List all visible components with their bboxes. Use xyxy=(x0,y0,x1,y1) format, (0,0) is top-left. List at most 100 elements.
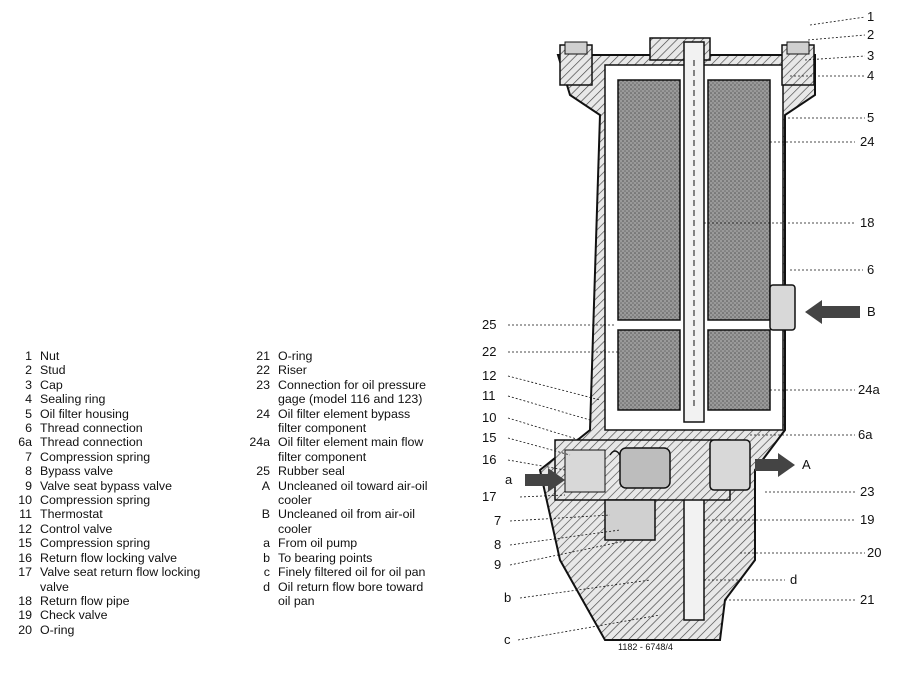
legend-item-number: 23 xyxy=(256,377,270,392)
legend-item-text: Connection for oil pressure gage (model … xyxy=(278,377,427,407)
legend-item: 9 Valve seat bypass valve xyxy=(0,479,228,493)
legend-item-number: 11 xyxy=(19,507,32,522)
legend-item-text: Finely filtered oil for oil pan xyxy=(278,565,426,580)
legend-item-text: Thread connection xyxy=(40,421,143,436)
arrow-a-head-icon xyxy=(548,468,565,492)
filter-element-main xyxy=(617,329,771,411)
legend-item: 23 Connection for oil pressure gage (mode… xyxy=(232,378,437,407)
legend-item-number: A xyxy=(261,478,270,493)
legend-item-number: 22 xyxy=(256,363,270,378)
figure-reference: 1182 - 6748/4 xyxy=(618,642,673,652)
legend-item-number: 1 xyxy=(25,349,32,363)
callout-c: c xyxy=(504,632,511,647)
callout-B: B xyxy=(867,304,876,319)
legend-item-number: B xyxy=(261,507,270,522)
legend-item-number: 10 xyxy=(18,493,32,508)
legend-item-number: 8 xyxy=(25,464,32,479)
legend-item: 6 Thread connection xyxy=(0,421,228,435)
legend-item-text: Oil filter housing xyxy=(40,406,129,421)
return-flow-pipe xyxy=(683,41,705,621)
legend-item-text: Bypass valve xyxy=(40,464,114,479)
leader-lines xyxy=(507,16,866,641)
legend-item-text: Check valve xyxy=(40,608,108,623)
legend-item-text: Return flow locking valve xyxy=(40,550,178,565)
callout-8: 8 xyxy=(494,537,501,552)
legend-item-text: Oil filter element main flow filter comp… xyxy=(278,435,424,464)
callout-18: 18 xyxy=(860,215,874,230)
legend-item-number: 20 xyxy=(18,622,32,637)
legend-item-text: Nut xyxy=(40,349,60,363)
legend-item-text: Oil filter element bypass filter compone… xyxy=(278,406,411,436)
legend-item-text: Riser xyxy=(278,363,307,378)
arrow-B-head-icon xyxy=(805,300,822,324)
arrow-A-head-icon xyxy=(778,453,795,477)
legend-item-text: Valve seat return flow locking valve xyxy=(40,565,201,594)
callout-12: 12 xyxy=(482,368,496,383)
legend-item-text: Thread connection xyxy=(40,435,143,450)
legend-item-number: 6 xyxy=(25,421,32,436)
legend-item: B Uncleaned oil from air-oil cooler xyxy=(232,507,437,536)
callout-2: 2 xyxy=(867,27,874,42)
callout-15: 15 xyxy=(482,430,496,445)
legend-item: A Uncleaned oil toward air-oil cooler xyxy=(232,479,437,508)
legend-item-text: Valve seat bypass valve xyxy=(40,478,173,493)
legend-item-number: 25 xyxy=(256,464,270,479)
legend-item: 1 Nut xyxy=(0,349,228,363)
callout-16: 16 xyxy=(482,452,496,467)
legend-item-number: 9 xyxy=(25,478,32,493)
callout-19: 19 xyxy=(860,512,874,527)
connection-6a xyxy=(709,439,751,491)
callout-17: 17 xyxy=(482,489,496,504)
legend-item-number: 3 xyxy=(25,377,32,392)
callout-1: 1 xyxy=(867,9,874,24)
legend-item-text: Sealing ring xyxy=(40,392,106,407)
legend-item-number: 21 xyxy=(256,349,270,363)
thread-connection-6 xyxy=(769,284,796,331)
callouts-left: 25 22 12 11 10 15 16 a 17 7 8 9 b c xyxy=(482,317,513,647)
legend-item-number: 19 xyxy=(18,608,32,623)
legend-item-number: 7 xyxy=(25,449,32,464)
legend-item-number: 5 xyxy=(25,406,32,421)
legend-item-text: Uncleaned oil toward air-oil cooler xyxy=(278,478,428,508)
filter-element-bypass xyxy=(617,79,771,321)
legend-item: 8 Bypass valve xyxy=(0,464,228,478)
legend-item-number: 6a xyxy=(18,435,32,450)
oil-filter-cross-section: 1 2 3 4 5 24 18 6 B 24a 6a A 23 19 20 d … xyxy=(482,9,881,652)
callout-5: 5 xyxy=(867,110,874,125)
callout-23: 23 xyxy=(860,484,874,499)
legend-item-text: Thermostat xyxy=(40,507,103,522)
callout-25: 25 xyxy=(482,317,496,332)
legend-item-text: From oil pump xyxy=(278,536,358,551)
legend-item-number: 12 xyxy=(18,521,32,536)
legend-item-number: c xyxy=(263,565,270,580)
callout-6a: 6a xyxy=(858,427,873,442)
legend-item: a From oil pump xyxy=(232,536,437,550)
callout-6: 6 xyxy=(867,262,874,277)
legend-item-number: 24 xyxy=(256,406,270,421)
legend-item-number: 18 xyxy=(18,593,32,608)
legend-item-number: d xyxy=(263,579,270,594)
legend-item-number: a xyxy=(263,536,270,551)
callout-b: b xyxy=(504,590,511,605)
callouts-right: 1 2 3 4 5 24 18 6 B 24a 6a A 23 19 20 d … xyxy=(790,9,881,607)
callout-20: 20 xyxy=(867,545,881,560)
flow-arrows xyxy=(525,300,860,492)
valve-body xyxy=(554,284,796,541)
legend-item-text: Uncleaned oil from air-oil cooler xyxy=(278,507,416,536)
callout-24: 24 xyxy=(860,134,874,149)
